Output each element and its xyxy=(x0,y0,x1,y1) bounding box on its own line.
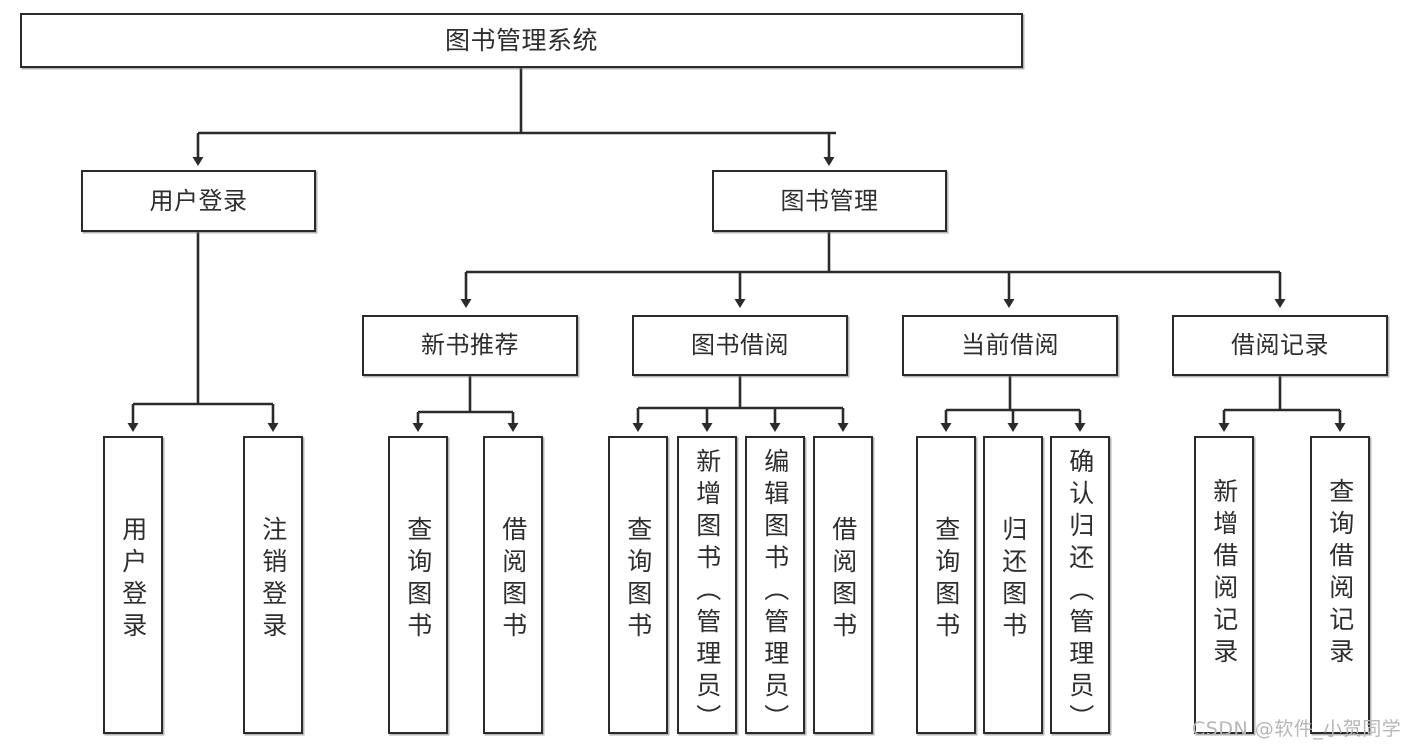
leaf-borrow-book-1-label: 借阅图书 xyxy=(498,516,528,644)
leaf-add-record-label: 新增借阅记录 xyxy=(1209,478,1239,670)
leaf-borrow-book-1[interactable]: 借阅图书 xyxy=(483,436,543,734)
node-user-login[interactable]: 用户登录 xyxy=(81,170,316,232)
leaf-query-book-2[interactable]: 查询图书 xyxy=(608,436,668,734)
leaf-return-book-label: 归还图书 xyxy=(998,516,1028,644)
leaf-user-login-label: 用户登录 xyxy=(118,516,148,644)
leaf-edit-book-label: 编辑图书（管理员） xyxy=(760,448,790,736)
node-book-manage[interactable]: 图书管理 xyxy=(712,170,947,232)
leaf-user-login[interactable]: 用户登录 xyxy=(103,436,163,734)
leaf-query-record[interactable]: 查询借阅记录 xyxy=(1310,436,1370,734)
leaf-add-record[interactable]: 新增借阅记录 xyxy=(1194,436,1254,734)
node-borrow-record[interactable]: 借阅记录 xyxy=(1172,315,1388,376)
node-book-borrow-label: 图书借阅 xyxy=(691,331,789,360)
node-book-manage-label: 图书管理 xyxy=(780,186,879,215)
node-book-borrow[interactable]: 图书借阅 xyxy=(632,315,848,376)
leaf-query-book-3[interactable]: 查询图书 xyxy=(916,436,976,734)
leaf-query-book-1[interactable]: 查询图书 xyxy=(388,436,448,734)
leaf-borrow-book-2[interactable]: 借阅图书 xyxy=(813,436,873,734)
node-current-borrow[interactable]: 当前借阅 xyxy=(902,315,1118,376)
node-root-label: 图书管理系统 xyxy=(444,25,598,55)
leaf-add-book-label: 新增图书（管理员） xyxy=(692,448,722,736)
node-root[interactable]: 图书管理系统 xyxy=(20,13,1023,68)
leaf-edit-book[interactable]: 编辑图书（管理员） xyxy=(745,436,805,736)
leaf-query-book-1-label: 查询图书 xyxy=(403,516,433,644)
leaf-query-record-label: 查询借阅记录 xyxy=(1325,478,1355,670)
node-borrow-record-label: 借阅记录 xyxy=(1231,331,1329,360)
leaf-borrow-book-2-label: 借阅图书 xyxy=(828,516,858,644)
leaf-add-book[interactable]: 新增图书（管理员） xyxy=(677,436,737,736)
leaf-confirm-return[interactable]: 确认归还（管理员） xyxy=(1050,436,1110,736)
leaf-query-book-2-label: 查询图书 xyxy=(623,516,653,644)
leaf-user-logout[interactable]: 注销登录 xyxy=(243,436,303,734)
node-new-book-recommend-label: 新书推荐 xyxy=(421,331,519,360)
node-user-login-label: 用户登录 xyxy=(149,186,248,215)
leaf-return-book[interactable]: 归还图书 xyxy=(983,436,1043,734)
csdn-watermark: CSDN @软件_小贺同学 xyxy=(1192,718,1402,740)
leaf-query-book-3-label: 查询图书 xyxy=(931,516,961,644)
node-current-borrow-label: 当前借阅 xyxy=(961,331,1059,360)
leaf-confirm-return-label: 确认归还（管理员） xyxy=(1065,448,1095,736)
leaf-user-logout-label: 注销登录 xyxy=(258,516,288,644)
node-new-book-recommend[interactable]: 新书推荐 xyxy=(362,315,578,376)
